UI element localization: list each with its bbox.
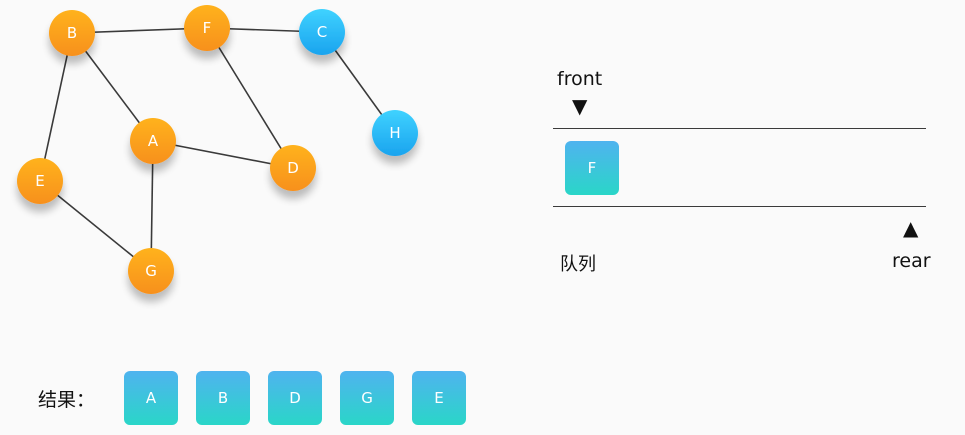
node-circle-A — [130, 118, 176, 164]
node-label-C: C — [317, 23, 327, 41]
graph-nodes: B F C H A D E G — [17, 5, 418, 294]
graph-node-G: G — [128, 248, 174, 294]
rear-pointer-arrow-icon: ▲ — [903, 216, 919, 240]
node-label-H: H — [389, 124, 400, 142]
result-item: E — [412, 371, 466, 425]
node-label-A: A — [148, 132, 159, 150]
graph-edges — [39, 27, 396, 272]
node-circle-F — [184, 5, 230, 51]
rear-pointer-label: rear — [892, 250, 931, 272]
edge-A-D — [152, 140, 294, 169]
node-circle-G — [128, 248, 174, 294]
node-circle-E — [17, 158, 63, 204]
node-label-D: D — [287, 159, 299, 177]
node-label-B: B — [67, 24, 77, 42]
queue-bottom-line — [553, 206, 926, 207]
result-item: A — [124, 371, 178, 425]
graph-node-B: B — [49, 10, 95, 56]
queue-top-line — [553, 128, 926, 129]
node-label-E: E — [35, 172, 44, 190]
result-item: D — [268, 371, 322, 425]
result-item: B — [196, 371, 250, 425]
result-item: G — [340, 371, 394, 425]
graph-node-F: F — [184, 5, 230, 51]
front-pointer-label: front — [557, 68, 603, 90]
node-circle-D — [270, 145, 316, 191]
node-label-F: F — [203, 19, 212, 37]
node-circle-H — [372, 110, 418, 156]
front-pointer-arrow-icon: ▼ — [572, 94, 588, 118]
graph-node-E: E — [17, 158, 63, 204]
edge-F-D — [206, 27, 294, 169]
edge-B-E — [39, 32, 73, 182]
node-circle-C — [299, 9, 345, 55]
graph-node-A: A — [130, 118, 176, 164]
queue-item: F — [565, 141, 619, 195]
graph-node-C: C — [299, 9, 345, 55]
result-label: 结果： — [38, 389, 96, 411]
node-label-G: G — [145, 262, 157, 280]
graph-node-H: H — [372, 110, 418, 156]
queue-caption: 队列 — [560, 254, 596, 275]
graph-node-D: D — [270, 145, 316, 191]
node-circle-B — [49, 10, 95, 56]
edge-E-G — [39, 180, 152, 272]
